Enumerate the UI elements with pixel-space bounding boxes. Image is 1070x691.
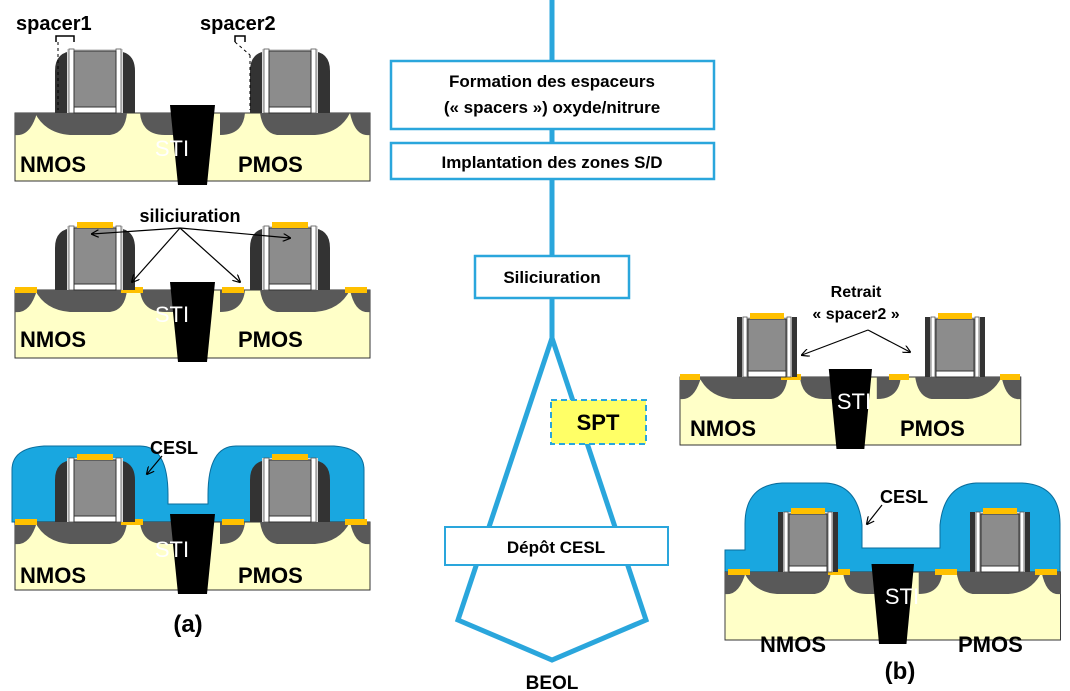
pmos-label: PMOS — [238, 152, 303, 177]
spt-label: SPT — [577, 410, 620, 435]
sti-label: STI — [837, 389, 871, 414]
diagram-cesl-b: CESL NMOS PMOS STI (b) — [724, 482, 1061, 685]
spacer-labels: spacer1 spacer2 — [16, 13, 276, 110]
caption-a: (a) — [173, 611, 202, 638]
nmos-label: NMOS — [760, 632, 826, 657]
sti-label: STI — [155, 537, 189, 562]
flow-funnel — [454, 330, 650, 663]
nmos-label: NMOS — [20, 327, 86, 352]
retrait-label-line2: « spacer2 » — [812, 306, 899, 323]
spt-box: SPT — [550, 399, 647, 445]
siliciuration-label: siliciuration — [139, 206, 240, 226]
sti-label: STI — [155, 136, 189, 161]
flow-step-silicide: Siliciuration — [473, 254, 631, 300]
nmos-label: NMOS — [20, 152, 86, 177]
pmos-label: PMOS — [238, 563, 303, 588]
sti-label: STI — [155, 302, 189, 327]
nmos-label: NMOS — [20, 563, 86, 588]
retrait-label-line1: Retrait — [831, 284, 882, 301]
flow-end-label: BEOL — [526, 673, 579, 691]
flow-step-implant-label: Implantation des zones S/D — [441, 153, 662, 172]
nmos-label: NMOS — [690, 416, 756, 441]
flow-step-spacers-line2: (« spacers ») oxyde/nitrure — [444, 98, 660, 117]
diagram-retrait: Retrait « spacer2 » NMOS PMOS STI — [679, 284, 1022, 450]
pmos-label: PMOS — [238, 327, 303, 352]
flow-step-silicide-label: Siliciuration — [503, 268, 600, 287]
diagram-cesl-a: CESL NMOS PMOS STI (a) — [11, 438, 371, 638]
caption-b: (b) — [885, 658, 916, 685]
process-flow: Formation des espaceurs (« spacers ») ox… — [389, 0, 716, 691]
diagram-spacers: spacer1 spacer2 NMOS PMOS STI — [14, 13, 371, 186]
flow-step-spacers-line1: Formation des espaceurs — [449, 72, 655, 91]
flow-step-spacers: Formation des espaceurs (« spacers ») ox… — [389, 59, 716, 131]
pmos-label: PMOS — [900, 416, 965, 441]
silicide-arrows — [92, 227, 290, 282]
spacer2-label: spacer2 — [200, 13, 276, 35]
diagram-silicide: siliciuration NMOS PMOS STI — [14, 206, 371, 363]
flow-step-cesl: Dépôt CESL — [444, 526, 669, 566]
pmos-label: PMOS — [958, 632, 1023, 657]
flow-step-implant: Implantation des zones S/D — [389, 141, 716, 181]
cesl-label: CESL — [880, 487, 928, 507]
spacer1-label: spacer1 — [16, 13, 92, 35]
cesl-label: CESL — [150, 438, 198, 458]
flow-step-cesl-label: Dépôt CESL — [507, 538, 605, 557]
sti-label: STI — [885, 584, 919, 609]
